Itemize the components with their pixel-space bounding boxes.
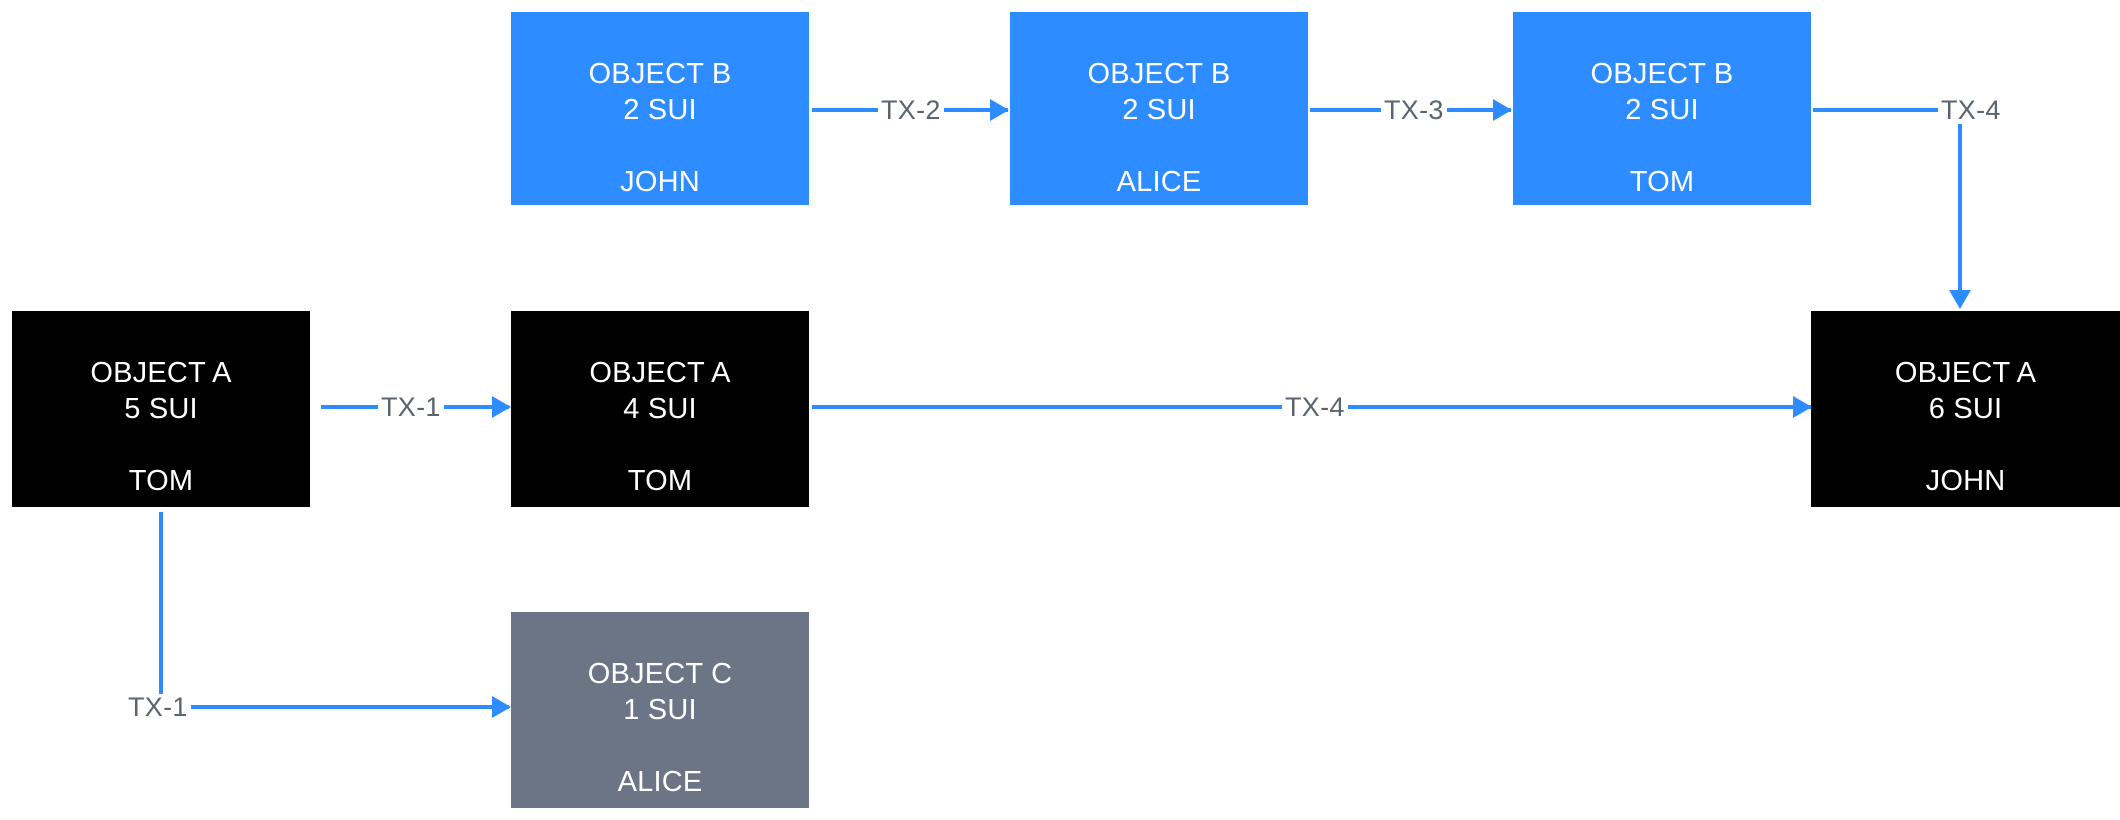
node-header: OBJECT B 2 SUI <box>1088 56 1231 128</box>
node-object-b-john[interactable]: OBJECT B 2 SUI JOHN <box>511 12 809 205</box>
node-header: OBJECT B 2 SUI <box>1591 56 1734 128</box>
node-owner-label: TOM <box>128 465 194 497</box>
node-amount-label: 1 SUI <box>623 694 697 726</box>
node-header: OBJECT A 6 SUI <box>1895 355 2036 427</box>
node-owner-label: JOHN <box>1925 465 2006 497</box>
node-object-label: OBJECT A <box>1894 357 2037 389</box>
node-header: OBJECT A 5 SUI <box>90 355 231 427</box>
edge-tx1c-line-vertical <box>159 512 163 707</box>
edge-label-tx4-from-b: TX-4 <box>1938 97 2004 124</box>
node-amount-label: 2 SUI <box>1625 94 1699 126</box>
edge-tx1c-line-horizontal <box>159 705 509 709</box>
node-object-c-alice[interactable]: OBJECT C 1 SUI ALICE <box>511 612 809 808</box>
node-object-label: OBJECT C <box>587 658 733 690</box>
node-header: OBJECT C 1 SUI <box>588 656 732 728</box>
node-object-b-tom[interactable]: OBJECT B 2 SUI TOM <box>1513 12 1811 205</box>
node-amount-label: 2 SUI <box>1122 94 1196 126</box>
node-owner-label: JOHN <box>620 166 700 198</box>
node-object-label: OBJECT B <box>588 58 732 90</box>
node-owner-label: TOM <box>627 465 693 497</box>
node-object-b-alice[interactable]: OBJECT B 2 SUI ALICE <box>1010 12 1308 205</box>
node-amount-label: 5 SUI <box>124 393 198 425</box>
edge-label-tx3: TX-3 <box>1381 97 1447 124</box>
node-object-label: OBJECT A <box>589 357 731 389</box>
edge-tx2-arrowhead <box>990 99 1009 121</box>
node-owner-label: ALICE <box>617 766 703 798</box>
edge-tx1c-arrowhead <box>492 696 511 718</box>
edge-tx1a-arrowhead <box>492 396 511 418</box>
node-header: OBJECT A 4 SUI <box>589 355 730 427</box>
edge-tx4b-line-horizontal <box>1813 108 1962 112</box>
node-amount-label: 6 SUI <box>1928 393 2003 425</box>
node-object-label: OBJECT B <box>1087 58 1231 90</box>
edge-tx4b-line-vertical <box>1958 108 1962 293</box>
node-amount-label: 4 SUI <box>623 393 697 425</box>
node-object-label: OBJECT B <box>1590 58 1734 90</box>
node-object-label: OBJECT A <box>90 357 232 389</box>
edge-label-tx4-from-a: TX-4 <box>1282 394 1348 421</box>
edge-label-tx1-to-c: TX-1 <box>125 694 191 721</box>
edge-tx3-arrowhead <box>1493 99 1512 121</box>
edge-tx4b-arrowhead <box>1949 290 1971 309</box>
node-object-a-5sui-tom[interactable]: OBJECT A 5 SUI TOM <box>12 311 310 507</box>
node-object-a-6sui-john[interactable]: OBJECT A 6 SUI JOHN <box>1811 311 2120 507</box>
node-header: OBJECT B 2 SUI <box>589 56 732 128</box>
node-owner-label: ALICE <box>1116 166 1202 198</box>
edge-tx4a-arrowhead <box>1793 396 1812 418</box>
edge-label-tx2: TX-2 <box>878 97 944 124</box>
edge-label-tx1-to-a: TX-1 <box>378 394 444 421</box>
node-object-a-4sui-tom[interactable]: OBJECT A 4 SUI TOM <box>511 311 809 507</box>
node-amount-label: 2 SUI <box>623 94 697 126</box>
node-owner-label: TOM <box>1629 166 1695 198</box>
